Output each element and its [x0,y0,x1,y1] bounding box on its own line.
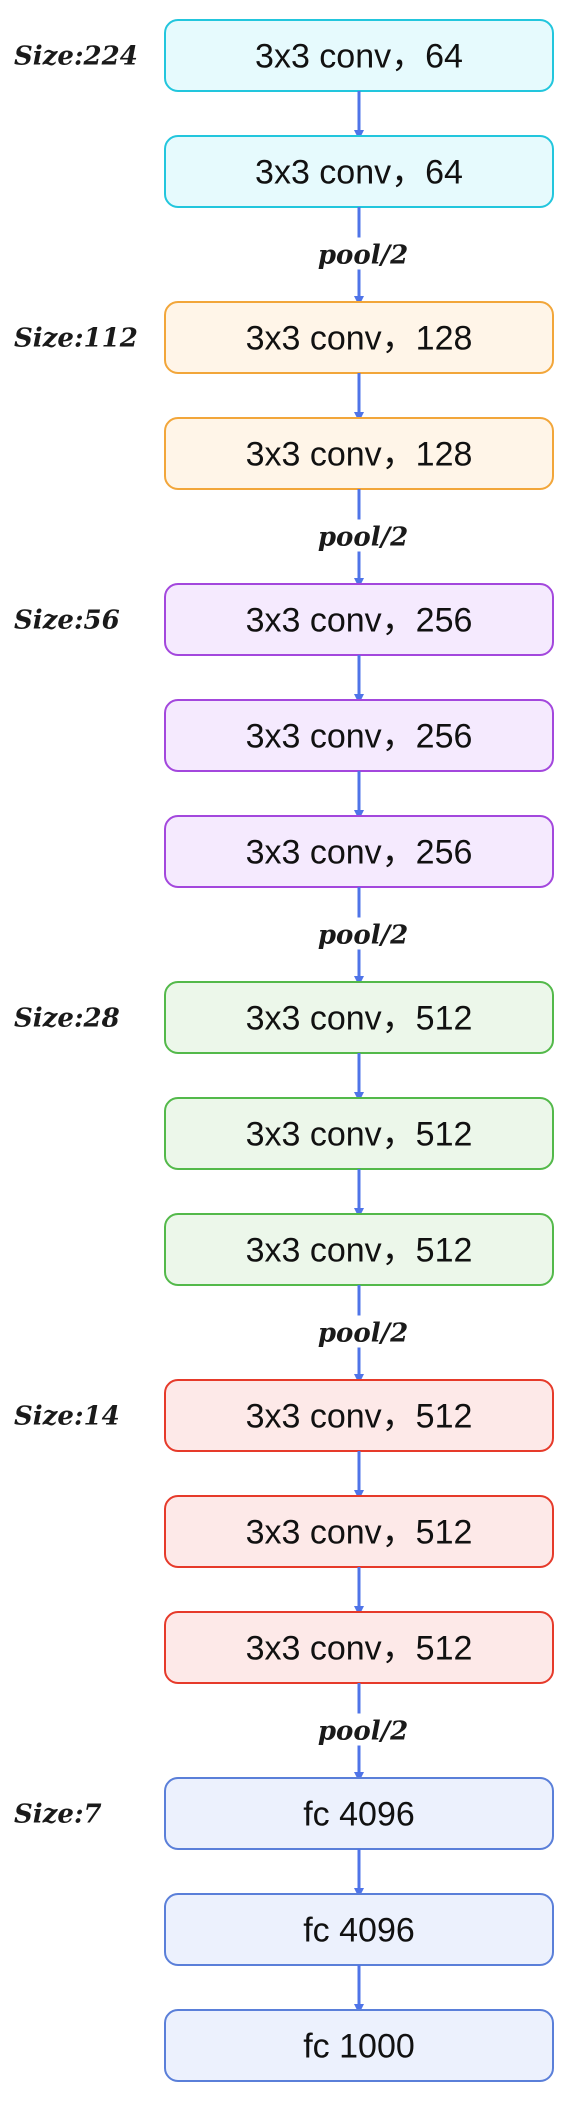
pool-label: pool/2 [318,241,408,271]
layer-label: 3x3 conv，512 [246,1232,473,1270]
stage-size-label: Size:56 [14,606,120,636]
stage-size-label: Size:28 [14,1004,120,1034]
pool-label-background [315,1713,407,1746]
layer-box [164,2009,554,2082]
pool-label: pool/2 [318,1717,408,1747]
pool-label-background [315,519,407,552]
layer-label: fc 4096 [303,1912,415,1950]
layer-label: 3x3 conv，512 [246,1630,473,1668]
layer-label: fc 4096 [303,1796,415,1834]
pool-label-background [315,917,407,950]
layer-label: 3x3 conv，256 [246,834,473,872]
layer-label: 3x3 conv，512 [246,1000,473,1038]
layer-label: 3x3 conv，512 [246,1514,473,1552]
layer-label: 3x3 conv，128 [246,436,473,474]
layer-label: 3x3 conv，512 [246,1398,473,1436]
pool-label: pool/2 [318,1319,408,1349]
layer-label: 3x3 conv，64 [255,38,463,76]
stage-size-label: Size:112 [14,324,138,354]
layer-label: fc 1000 [303,2028,415,2066]
layer-label: 3x3 conv，128 [246,320,473,358]
layer-label: 3x3 conv，256 [246,718,473,756]
layer-label: 3x3 conv，64 [255,154,463,192]
pool-label-background [315,237,407,270]
layer-label: 3x3 conv，512 [246,1116,473,1154]
stage-size-label: Size:14 [14,1402,120,1432]
pool-label: pool/2 [318,921,408,951]
stage-size-label: Size:224 [14,42,138,72]
stage-size-label: Size:7 [14,1800,102,1830]
layer-label: 3x3 conv，256 [246,602,473,640]
pool-label: pool/2 [318,523,408,553]
pool-label-background [315,1315,407,1348]
